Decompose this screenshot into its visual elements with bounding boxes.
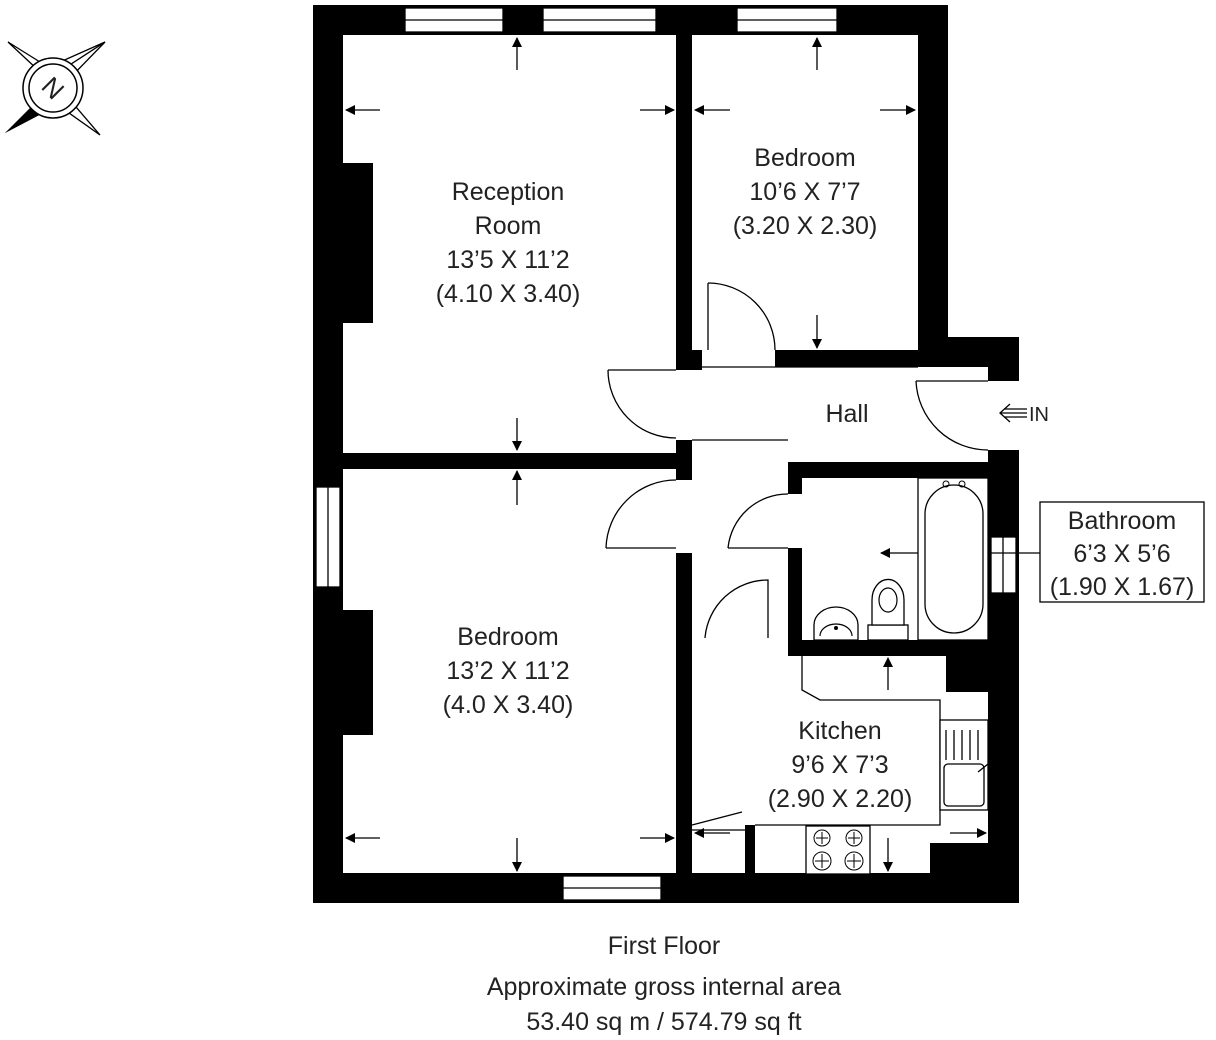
room-label-bedroom-1: Bedroom 10’6 X 7’7 (3.20 X 2.30)	[733, 144, 878, 240]
floor-caption: First Floor Approximate gross internal a…	[487, 932, 841, 1036]
reception-metric: (4.10 X 3.40)	[436, 280, 581, 308]
reception-imperial: 13’5 X 11’2	[446, 246, 569, 274]
bedroom2-name: Bedroom	[457, 623, 558, 651]
reception-name-line1: Reception	[452, 178, 565, 206]
bedroom1-metric: (3.20 X 2.30)	[733, 212, 878, 240]
bedroom2-metric: (4.0 X 3.40)	[443, 691, 574, 719]
windows	[315, 7, 1017, 901]
floor-name: First Floor	[608, 932, 721, 960]
reception-name-line2: Room	[475, 212, 542, 240]
kitchen-metric: (2.90 X 2.20)	[768, 785, 913, 813]
bathroom-metric: (1.90 X 1.67)	[1050, 573, 1195, 601]
room-label-hall: Hall	[825, 400, 868, 428]
compass-north-icon: N	[5, 41, 106, 136]
kitchen-imperial: 9’6 X 7’3	[791, 751, 888, 779]
area-value: 53.40 sq m / 574.79 sq ft	[526, 1008, 801, 1036]
hob-icon	[805, 825, 871, 875]
room-label-reception: Reception Room 13’5 X 11’2 (4.10 X 3.40)	[436, 178, 581, 308]
bedroom1-name: Bedroom	[754, 144, 855, 172]
entrance-label: IN	[1029, 404, 1049, 426]
bathroom-imperial: 6’3 X 5’6	[1073, 540, 1170, 568]
bathtub-icon	[917, 477, 989, 641]
sink-icon	[939, 719, 989, 811]
room-label-kitchen: Kitchen 9’6 X 7’3 (2.90 X 2.20)	[768, 717, 913, 813]
washbasin-icon	[813, 606, 859, 641]
bedroom1-imperial: 10’6 X 7’7	[749, 178, 860, 206]
room-label-bedroom-2: Bedroom 13’2 X 11’2 (4.0 X 3.40)	[443, 623, 574, 719]
kitchen-counter	[755, 656, 941, 826]
bedroom2-imperial: 13’2 X 11’2	[446, 657, 569, 685]
bathroom-label-box	[1039, 501, 1205, 603]
entrance-arrow-icon	[999, 403, 1027, 423]
interior-walls	[343, 5, 988, 875]
room-label-bathroom: Bathroom 6’3 X 5’6 (1.90 X 1.67)	[1050, 507, 1195, 601]
hall-name: Hall	[825, 400, 868, 428]
hall-lines	[692, 366, 918, 441]
kitchen-name: Kitchen	[798, 717, 881, 745]
area-title: Approximate gross internal area	[487, 973, 841, 1001]
bathroom-name: Bathroom	[1068, 507, 1176, 535]
toilet-icon	[867, 578, 909, 641]
